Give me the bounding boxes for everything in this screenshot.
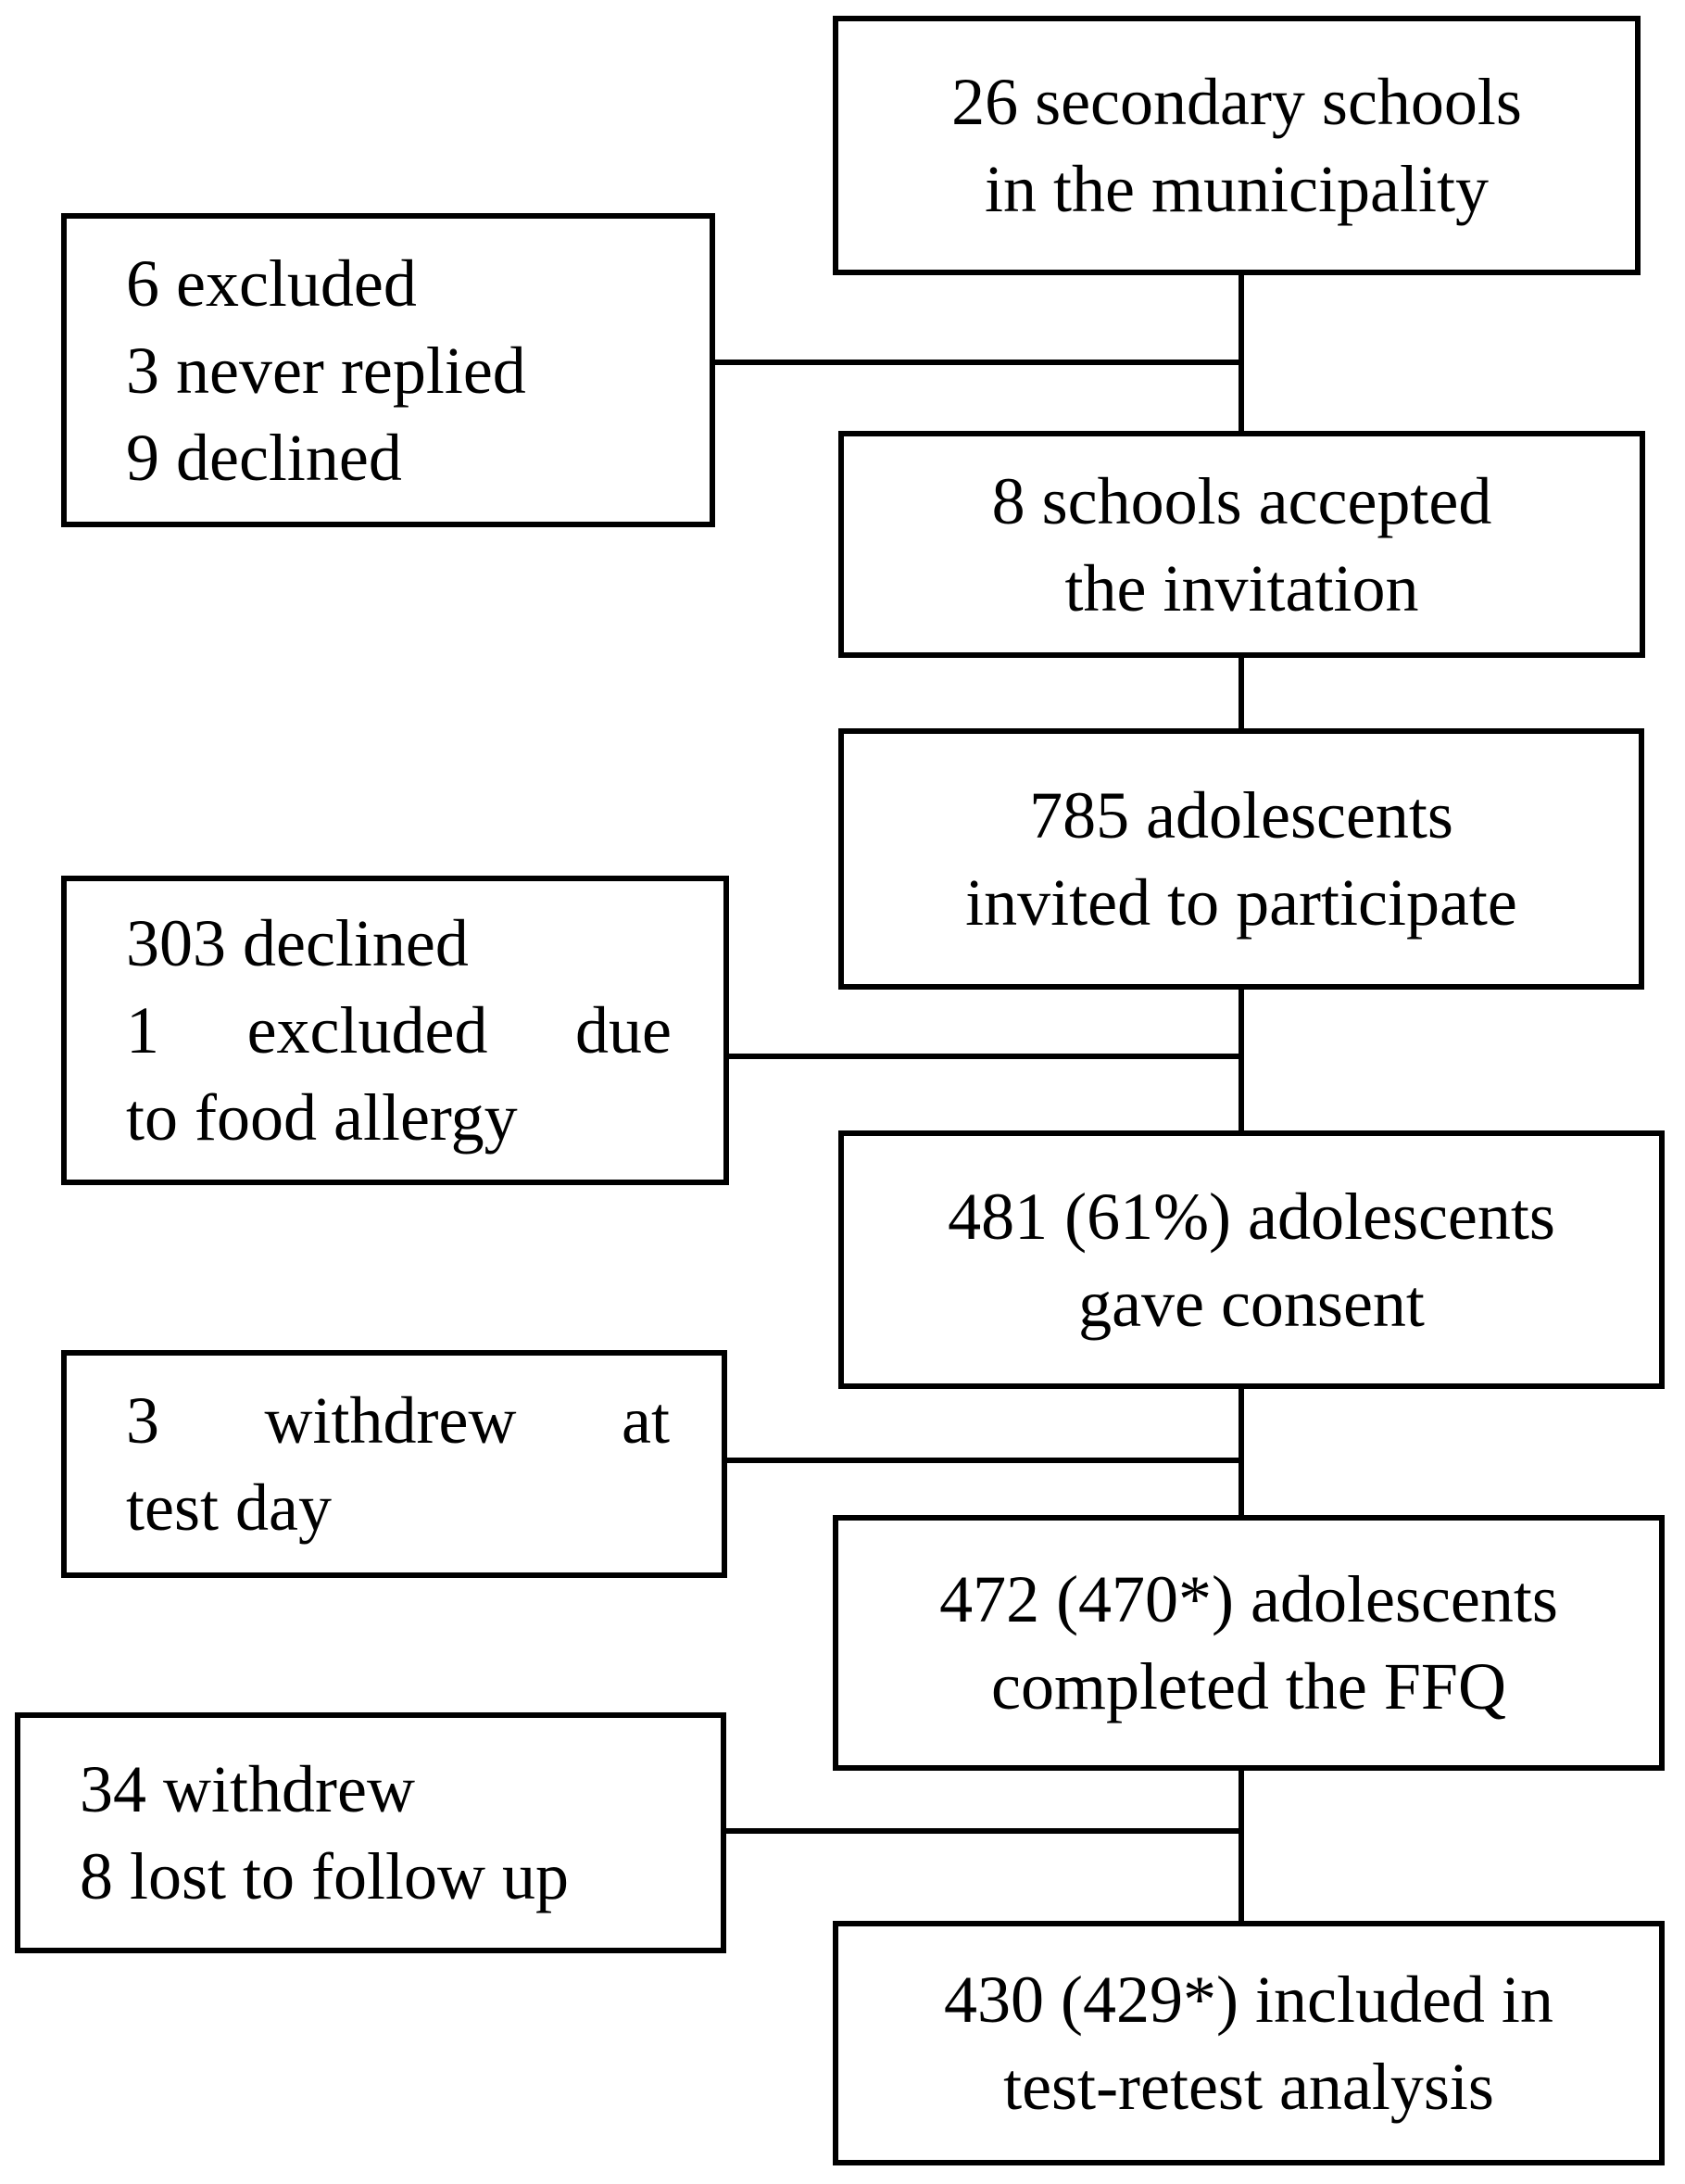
step-text-line: completed the FFQ (991, 1649, 1506, 1723)
connector-5-6 (1239, 1771, 1244, 1921)
step-box-schools: 26 secondary schools in the municipality (833, 16, 1641, 275)
step-text-line: invited to participate (965, 865, 1517, 940)
step-text-line: test-retest analysis (1003, 2050, 1494, 2124)
exclusion-text-line: 34 withdrew (80, 1752, 415, 1826)
exclusion-text-line-justified: 1 excluded due (126, 987, 672, 1074)
exclusion-text-line: test day (126, 1471, 332, 1545)
exclusion-branch-2 (723, 1054, 1244, 1059)
step-box-accepted: 8 schools accepted the invitation (838, 431, 1645, 658)
exclusion-text-line: 3 never replied (126, 333, 526, 408)
step-box-included: 430 (429*) included in test-retest analy… (833, 1921, 1665, 2165)
exclusion-text-line: 9 declined (126, 420, 402, 495)
exclusion-box-schools: 6 excluded 3 never replied 9 declined (61, 213, 715, 527)
word: excluded (246, 993, 488, 1067)
step-text-line: in the municipality (985, 152, 1489, 226)
exclusion-branch-4 (721, 1828, 1244, 1834)
step-text-line: 8 schools accepted (991, 463, 1492, 538)
exclusion-branch-1 (710, 360, 1244, 365)
step-box-completed: 472 (470*) adolescents completed the FFQ (833, 1515, 1665, 1771)
connector-2-3 (1239, 658, 1244, 728)
step-text-line: 430 (429*) included in (944, 1963, 1553, 2037)
exclusion-box-adolescents: 303 declined 1 excluded due to food alle… (61, 876, 729, 1185)
step-box-consent: 481 (61%) adolescents gave consent (838, 1130, 1665, 1389)
step-text-line: 785 adolescents (1029, 778, 1453, 852)
exclusion-text-line: 303 declined (126, 906, 469, 980)
word: due (575, 993, 672, 1067)
step-text-line: gave consent (1078, 1266, 1425, 1341)
exclusion-text-line: 6 excluded (126, 246, 417, 321)
exclusion-box-test-day: 3 withdrew at test day (61, 1350, 727, 1578)
exclusion-text-line-justified: 3 withdrew at (126, 1377, 670, 1464)
connector-3-4 (1239, 990, 1244, 1130)
exclusion-box-follow-up: 34 withdrew 8 lost to follow up (15, 1712, 726, 1953)
word: 1 (126, 993, 159, 1067)
step-text-line: 26 secondary schools (951, 65, 1522, 139)
word: withdrew (264, 1383, 517, 1458)
step-box-invited: 785 adolescents invited to participate (838, 728, 1644, 990)
step-text-line: 472 (470*) adolescents (939, 1562, 1558, 1636)
step-text-line: 481 (61%) adolescents (948, 1179, 1555, 1254)
word: at (622, 1383, 670, 1458)
exclusion-text-line: to food allergy (126, 1080, 518, 1155)
word: 3 (126, 1383, 159, 1458)
connector-1-2 (1239, 275, 1244, 431)
connector-4-5 (1239, 1389, 1244, 1515)
step-text-line: the invitation (1064, 550, 1419, 625)
exclusion-branch-3 (723, 1458, 1244, 1463)
exclusion-text-line: 8 lost to follow up (80, 1839, 570, 1913)
